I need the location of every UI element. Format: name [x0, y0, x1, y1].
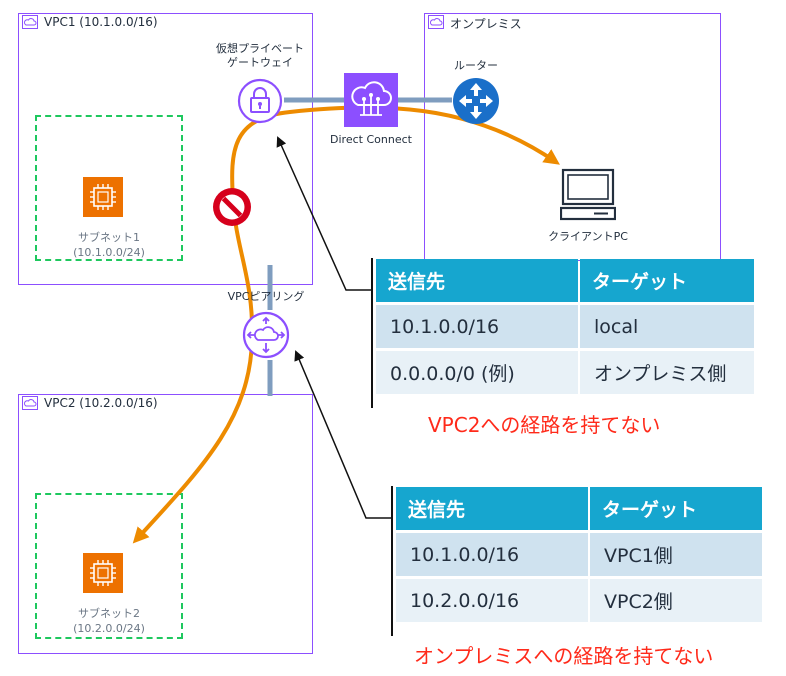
vgw-label-line1: 仮想プライベート: [216, 42, 304, 55]
subnet1-label: サブネット1 (10.1.0.0/24): [45, 230, 173, 260]
callout-pointer-vpc2: [294, 350, 392, 519]
desktop-pc-icon: [560, 168, 616, 221]
onprem-badge-icon: [428, 15, 444, 29]
router-icon: [453, 78, 499, 124]
column-header-target: ターゲット: [580, 259, 754, 302]
column-header-destination: 送信先: [376, 259, 578, 302]
route-target: VPC2側: [590, 579, 762, 622]
vpc1-route-note: VPC2への経路を持てない: [428, 413, 661, 437]
column-header-target: ターゲット: [590, 487, 762, 530]
table-row: 10.1.0.0/16 local: [376, 305, 754, 348]
subnet1-name: サブネット1: [78, 231, 140, 244]
route-target: オンプレミス側: [580, 351, 754, 394]
router-label: ルーター: [454, 59, 498, 72]
table-row: 10.2.0.0/16 VPC2側: [396, 579, 762, 622]
dx-label: Direct Connect: [330, 133, 412, 146]
subnet2-cidr: (10.2.0.0/24): [73, 622, 145, 635]
vgw-label: 仮想プライベート ゲートウェイ: [205, 42, 315, 70]
subnet2-label: サブネット2 (10.2.0.0/24): [45, 606, 173, 636]
route-destination: 0.0.0.0/0 (例): [376, 351, 578, 394]
vpc1-label: VPC1 (10.1.0.0/16): [44, 15, 158, 29]
vpc2-route-table: 送信先 ターゲット 10.1.0.0/16 VPC1側 10.2.0.0/16 …: [394, 484, 764, 625]
onprem-label: オンプレミス: [450, 17, 522, 31]
subnet2-box: [35, 493, 183, 639]
subnet2-name: サブネット2: [78, 607, 140, 620]
callout-pointer-vpc1: [276, 136, 372, 291]
direct-connect-icon: [344, 73, 398, 127]
ec2-instance-icon: [83, 553, 123, 593]
vpc-cloud-icon: [22, 15, 38, 29]
vpc-cloud-icon: [22, 396, 38, 410]
vpc2-route-note: オンプレミスへの経路を持てない: [414, 644, 714, 668]
ec2-instance-icon: [83, 177, 123, 217]
table-row: 0.0.0.0/0 (例) オンプレミス側: [376, 351, 754, 394]
callout-bar-vpc1: [371, 258, 373, 408]
route-destination: 10.1.0.0/16: [396, 533, 588, 576]
peering-icon: [242, 311, 290, 359]
table-row: 10.1.0.0/16 VPC1側: [396, 533, 762, 576]
route-destination: 10.1.0.0/16: [376, 305, 578, 348]
no-entry-icon: [213, 188, 251, 226]
lock-icon: [237, 78, 283, 124]
callout-bar-vpc2: [391, 486, 393, 636]
vpc1-route-table: 送信先 ターゲット 10.1.0.0/16 local 0.0.0.0/0 (例…: [374, 256, 756, 397]
vgw-label-line2: ゲートウェイ: [227, 56, 293, 69]
vpc2-label: VPC2 (10.2.0.0/16): [44, 396, 158, 410]
client-label: クライアントPC: [548, 230, 628, 243]
route-target: VPC1側: [590, 533, 762, 576]
route-destination: 10.2.0.0/16: [396, 579, 588, 622]
peering-label: VPCピアリング: [227, 290, 305, 303]
route-target: local: [580, 305, 754, 348]
subnet1-cidr: (10.1.0.0/24): [73, 246, 145, 259]
column-header-destination: 送信先: [396, 487, 588, 530]
